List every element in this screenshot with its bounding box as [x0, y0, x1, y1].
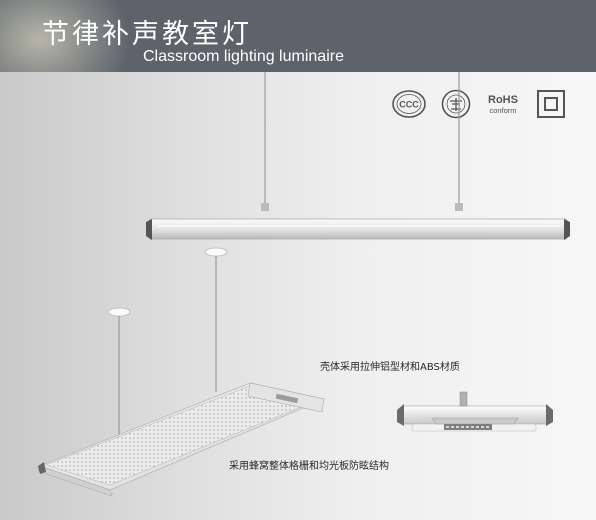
mount-bracket: [459, 391, 468, 407]
rohs-mark-icon: RoHS conform: [488, 94, 518, 115]
page-title-chinese: 节律补声教室灯: [42, 19, 252, 50]
profile-end-left: [397, 404, 404, 426]
ceiling-canopy-right: [204, 247, 228, 257]
ccc-mark-label: CCC: [399, 100, 419, 110]
caption-anti-glare-grille: 采用蜂窝整体格栅和均光板防眩结构: [229, 461, 389, 472]
ceiling-canopy-left: [107, 307, 131, 317]
profile-end-right: [546, 404, 553, 426]
linear-luminaire-perspective-view: [37, 247, 326, 497]
banner-light-glow: [0, 0, 140, 72]
double-insulation-mark-icon: [537, 90, 565, 118]
cable-clamp-left: [261, 203, 269, 211]
side-rail: [37, 465, 113, 497]
end-cap-front: [38, 462, 46, 474]
header-banner: 节律补声教室灯 Classroom lighting luminaire: [0, 0, 596, 72]
cable-clamp-right: [455, 203, 463, 211]
cqc-mark-icon: [441, 89, 471, 119]
profile-cross-section-view: [397, 391, 553, 432]
linear-luminaire-top-view: [145, 72, 571, 240]
rohs-mark-label: RoHS: [488, 94, 518, 106]
caption-housing-material: 壳体采用拉伸铝型材和ABS材质: [320, 362, 460, 373]
rohs-mark-sublabel: conform: [489, 106, 516, 115]
page-title-english: Classroom lighting luminaire: [143, 48, 344, 65]
sensor-window: [275, 393, 299, 404]
ccc-mark-icon: CCC: [392, 90, 426, 118]
end-cap-left: [146, 219, 152, 240]
end-cap-right: [564, 219, 570, 240]
luminaire-body: [145, 218, 571, 240]
